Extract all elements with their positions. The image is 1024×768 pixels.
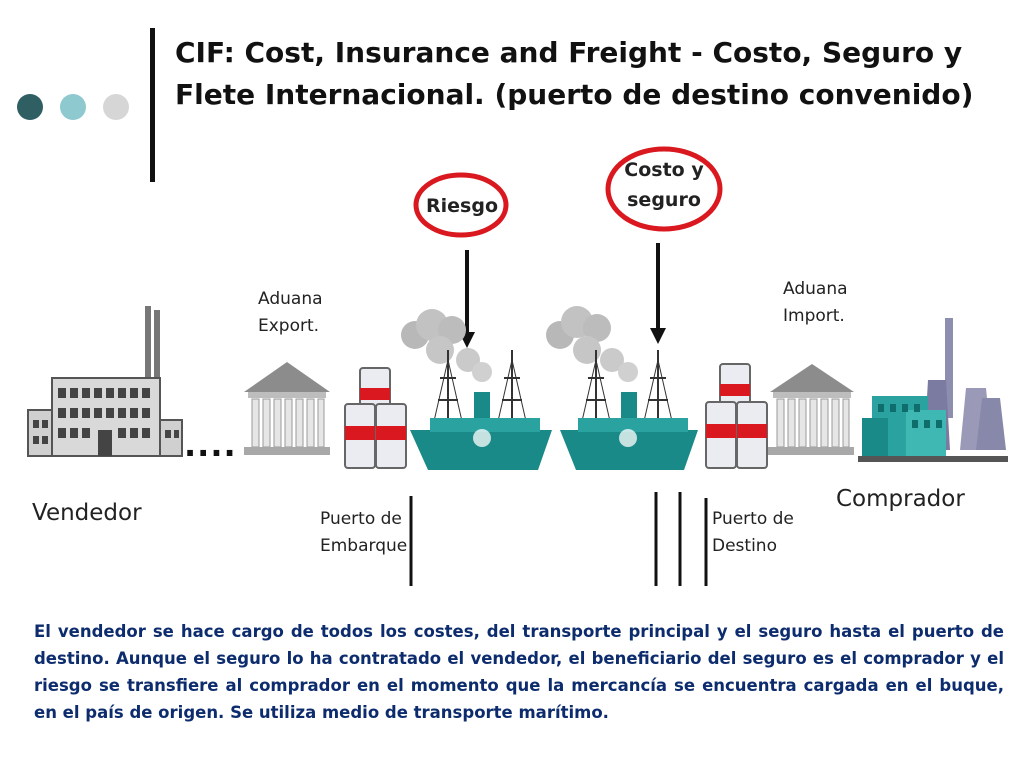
ship-icon-origin [401, 309, 552, 470]
risk-label: Riesgo [426, 191, 498, 221]
cost-label-line1: Costo y [624, 159, 704, 181]
risk-label-text: Riesgo [426, 195, 498, 217]
port-loading-line2: Embarque [320, 536, 408, 556]
decor-dot-dark [17, 94, 43, 120]
cargo-drums-export-icon [344, 367, 407, 469]
slide-title: CIF: Cost, Insurance and Freight - Costo… [175, 32, 1005, 116]
risk-circle [413, 172, 509, 238]
port-destination-line1: Puerto de [712, 509, 794, 529]
decor-dot-gray [103, 94, 129, 120]
ship-icon-destination [546, 306, 698, 470]
cost-insurance-circle [605, 146, 723, 232]
port-destination-line2: Destino [712, 536, 777, 556]
cost-arrow [650, 243, 666, 344]
factory-icon [27, 306, 183, 457]
slide-title-line2: Flete Internacional. (puerto de destino … [175, 78, 974, 111]
customs-import-line2: Import. [783, 306, 845, 326]
customs-import-label: Aduana Import. [783, 276, 848, 330]
industrial-plant-icon [858, 318, 1008, 462]
buyer-label: Comprador [836, 486, 965, 512]
customs-export-line2: Export. [258, 316, 320, 336]
decor-dot-teal [60, 94, 86, 120]
cargo-drums-import-icon [705, 363, 768, 469]
slide-title-line1: CIF: Cost, Insurance and Freight - Costo… [175, 36, 963, 69]
description-paragraph: El vendedor se hace cargo de todos los c… [34, 622, 1004, 722]
port-destination-marker [654, 492, 708, 586]
customs-export-label: Aduana Export. [258, 286, 323, 340]
customs-import-building-icon [768, 364, 854, 455]
dots-separator: .... [184, 426, 237, 464]
customs-export-building-icon [244, 362, 330, 455]
seller-label: Vendedor [32, 500, 142, 526]
port-destination-label: Puerto de Destino [712, 506, 794, 560]
title-divider [150, 28, 155, 182]
cost-label-line2: seguro [627, 189, 701, 211]
customs-export-line1: Aduana [258, 289, 323, 309]
port-loading-label: Puerto de Embarque [320, 506, 407, 560]
port-loading-line1: Puerto de [320, 509, 402, 529]
customs-import-line1: Aduana [783, 279, 848, 299]
cost-insurance-label: Costo y seguro [614, 155, 714, 215]
